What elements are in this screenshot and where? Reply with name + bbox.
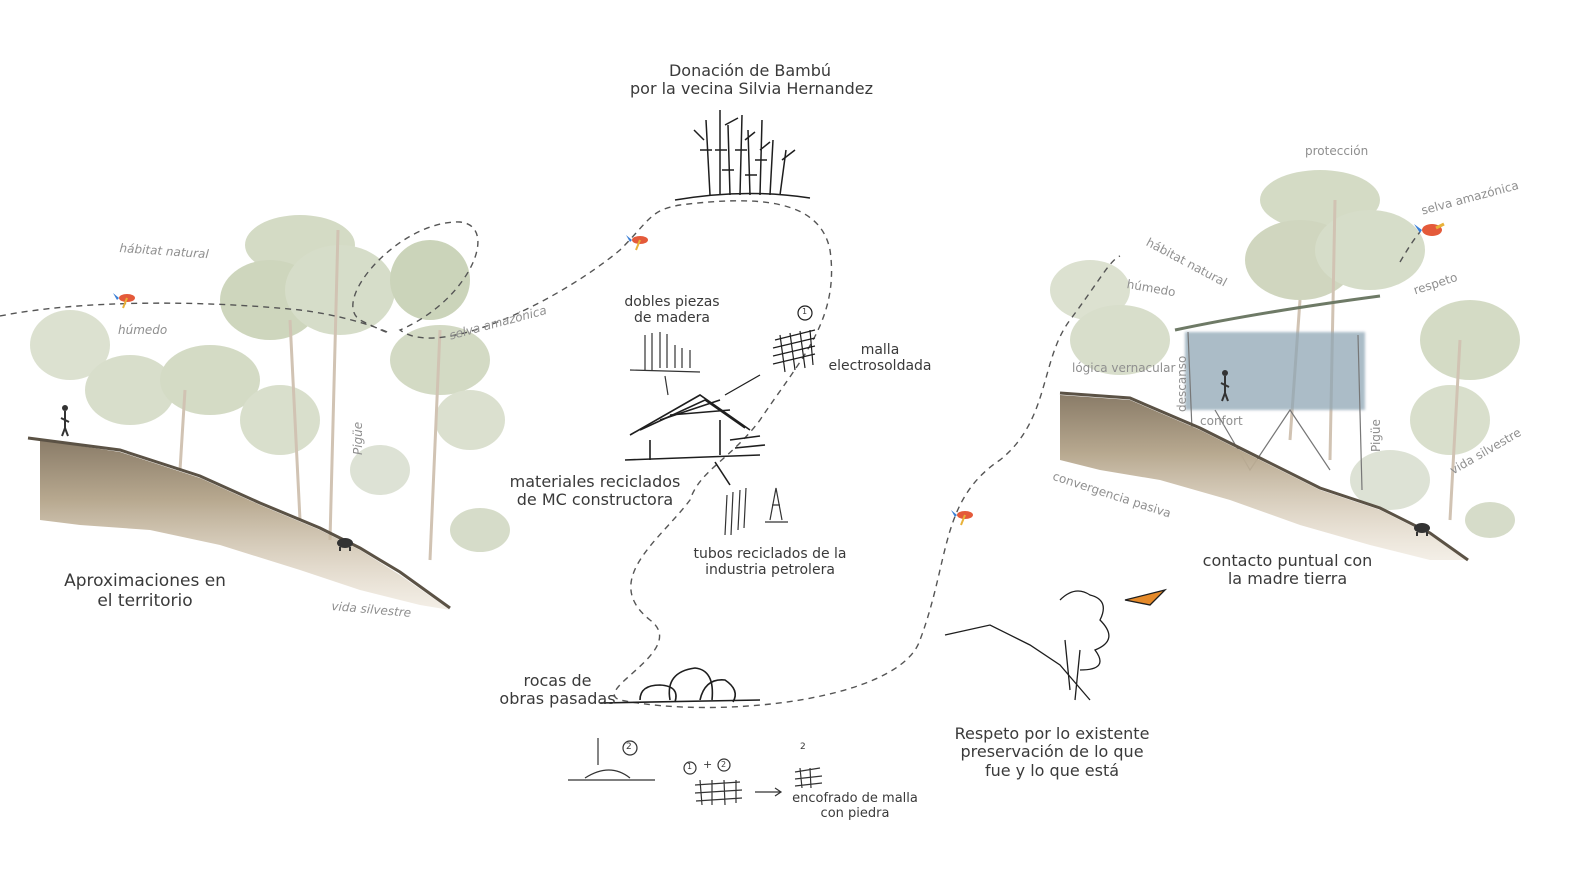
right-soil: [1060, 395, 1470, 560]
bird-icon: [113, 293, 135, 309]
tubos-line2: industria petrolera: [705, 562, 835, 579]
rocas-line2: obras pasadas: [499, 689, 616, 709]
right-proteccion-label: protección: [1305, 144, 1369, 158]
wood-pieces-icon: [629, 332, 701, 396]
hut-icon: [624, 394, 766, 486]
animal-icon: [337, 538, 353, 551]
tree-sketch: [944, 588, 1168, 701]
encofrado-line1: encofrado de malla: [792, 791, 918, 806]
rocas-line1: rocas de: [523, 671, 592, 690]
left-title-line2: el territorio: [97, 590, 193, 611]
bamboo-title-line1: Donación de Bambú: [668, 61, 832, 80]
bamboo-title-line2: por la vecina Silvia Hernandez: [630, 79, 874, 99]
malla-line2: electrosoldada: [828, 358, 932, 375]
step-2-small: 2: [721, 760, 727, 769]
right-confort-label: confort: [1200, 414, 1243, 428]
mesh-icon: [724, 305, 816, 396]
bird-icon: [951, 510, 973, 526]
person-icon: [1220, 370, 1230, 402]
left-landscape: [27, 215, 510, 610]
dobles-line2: de madera: [633, 310, 710, 327]
journey-path: [0, 200, 1121, 709]
right-descanso-label: descanso: [1175, 355, 1189, 412]
bamboo-title: Donación de Bambú por la vecina Silvia H…: [630, 61, 874, 99]
right-title-line2: la madre tierra: [1227, 569, 1348, 589]
respeto-label: Respeto por lo existente preservación de…: [952, 724, 1152, 780]
dobles-line1: dobles piezas: [624, 294, 720, 310]
rocas-label: rocas de obras pasadas: [495, 671, 620, 709]
gabion-sequence: [568, 738, 823, 806]
step-1-marker: 1: [687, 762, 693, 771]
respeto-line3: fue y lo que está: [984, 760, 1120, 780]
dobles-label: dobles piezas de madera: [612, 294, 732, 326]
materiales-line1: materiales reciclados: [509, 472, 681, 491]
step-1-mesh: 1: [802, 307, 808, 316]
malla-line1: malla: [860, 342, 900, 358]
plus-sign: +: [703, 758, 713, 771]
bird-icon: [1414, 222, 1445, 236]
tube-icon: [724, 487, 788, 536]
step-2-marker: 2: [626, 742, 632, 752]
materiales-line2: de MC constructora: [516, 490, 674, 510]
rocks-icon: [599, 667, 761, 704]
right-title-line1: contacto puntual con: [1202, 551, 1373, 570]
malla-label: malla electrosoldada: [820, 342, 940, 374]
left-soil: [40, 440, 450, 610]
left-pigue-label: Pigüe: [351, 421, 365, 455]
encofrado-label: encofrado de malla con piedra: [785, 791, 925, 822]
animal-icon: [1414, 523, 1430, 536]
roof-canopy: [1185, 332, 1365, 410]
right-pigue-label: Pigüe: [1369, 419, 1383, 452]
right-title: contacto puntual con la madre tierra: [1200, 551, 1375, 589]
right-landscape: [1050, 170, 1520, 562]
tubos-line1: tubos reciclados de la: [693, 546, 847, 562]
left-title: Aproximaciones en el territorio: [50, 571, 240, 611]
left-trees: [30, 215, 510, 561]
step-2-number: 2: [800, 742, 806, 752]
materiales-label: materiales reciclados de MC constructora: [505, 472, 685, 510]
respeto-line1: Respeto por lo existente: [954, 724, 1150, 743]
encofrado-line2: con piedra: [820, 805, 890, 821]
bird-icon: [626, 235, 648, 251]
left-title-line1: Aproximaciones en: [64, 571, 226, 591]
person-icon: [60, 405, 70, 437]
bamboo-icon: [674, 110, 811, 201]
respeto-line2: preservación de lo que: [960, 742, 1144, 762]
tubos-label: tubos reciclados de la industria petrole…: [680, 546, 860, 578]
right-logica-label: lógica vernacular: [1072, 361, 1176, 375]
left-humedo-label: húmedo: [118, 323, 168, 337]
